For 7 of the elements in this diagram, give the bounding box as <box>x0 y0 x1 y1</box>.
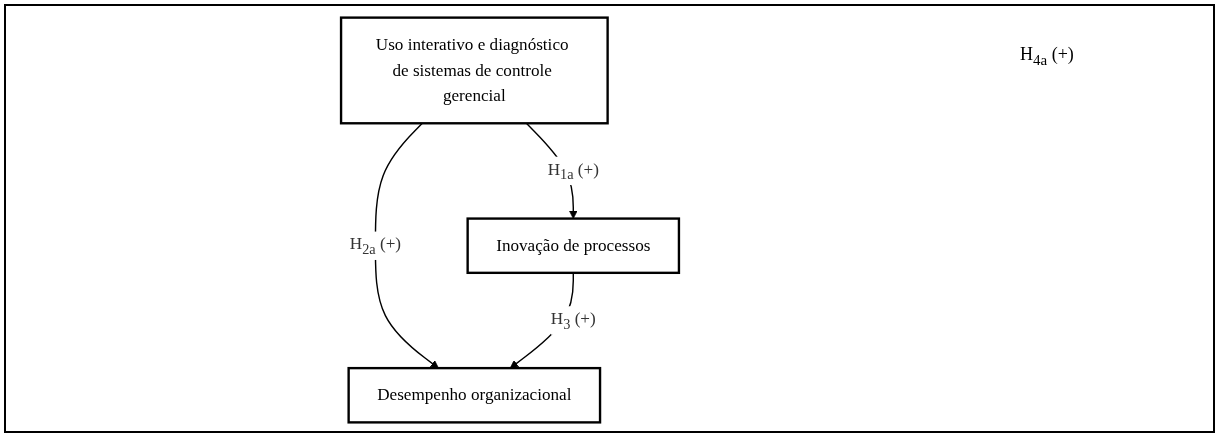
node-box: Uso interativo e diagnóstico de sistemas de controle gerencial <box>339 16 609 125</box>
node-box: Desempenho organizacional <box>347 366 602 424</box>
hypothesis-label: H$_{4a}$ (+) <box>1020 44 1074 69</box>
edge-label: H$_{3}$ (+) <box>550 309 596 332</box>
edge-label: H$_{2a}$ (+) <box>349 234 401 257</box>
edge-label: H$_{1a}$ (+) <box>547 159 599 182</box>
node-box: Inovação de processos <box>466 217 681 274</box>
